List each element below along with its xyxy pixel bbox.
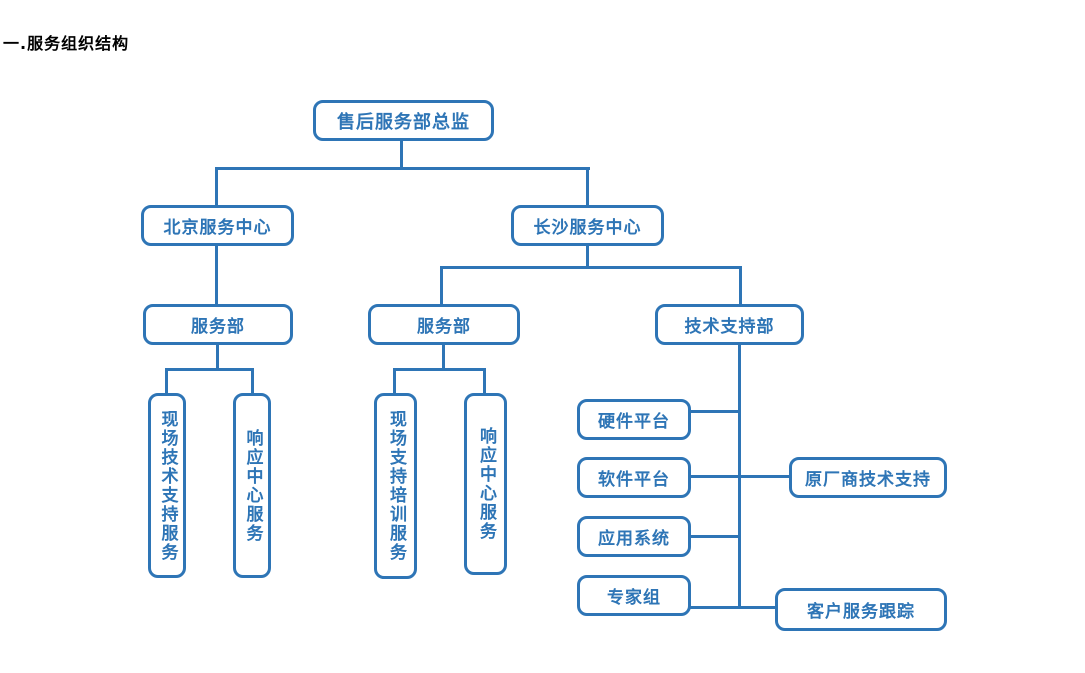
connector-line	[393, 368, 485, 371]
connector-line	[440, 266, 742, 269]
connector-line	[215, 167, 590, 170]
connector-line	[586, 167, 589, 207]
node-changsha-service-dept: 服务部	[368, 304, 520, 345]
connector-line	[165, 368, 168, 395]
node-response-center-service-bj: 响应中心服务	[233, 393, 271, 578]
connector-line	[689, 475, 791, 478]
connector-line	[689, 535, 741, 538]
node-software-platform: 软件平台	[577, 457, 691, 498]
connector-line	[165, 368, 254, 371]
connector-line	[689, 410, 741, 413]
connector-line	[483, 368, 486, 395]
connector-line	[251, 368, 254, 395]
connector-line	[442, 343, 445, 370]
page-title: 一.服务组织结构	[3, 34, 130, 53]
node-onsite-tech-support-service: 现场技术支持服务	[148, 393, 186, 578]
node-application-system: 应用系统	[577, 516, 691, 557]
node-onsite-support-training-service: 现场支持培训服务	[374, 393, 417, 579]
node-director: 售后服务部总监	[313, 100, 494, 141]
connector-line	[586, 244, 589, 269]
connector-line	[215, 167, 218, 207]
node-beijing-service-dept: 服务部	[143, 304, 293, 345]
connector-line	[689, 606, 777, 609]
connector-line	[400, 140, 403, 170]
connector-line	[739, 266, 742, 306]
node-changsha-center: 长沙服务中心	[511, 205, 664, 246]
node-hardware-platform: 硬件平台	[577, 399, 691, 440]
node-beijing-center: 北京服务中心	[141, 205, 294, 246]
connector-line	[216, 343, 219, 370]
node-customer-service-tracking: 客户服务跟踪	[775, 588, 947, 631]
connector-line	[393, 368, 396, 395]
node-expert-group: 专家组	[577, 575, 691, 616]
connector-line	[440, 266, 443, 306]
node-oem-tech-support: 原厂商技术支持	[789, 457, 947, 498]
connector-line	[215, 244, 218, 306]
node-response-center-service-cs: 响应中心服务	[464, 393, 507, 575]
node-tech-support-dept: 技术支持部	[655, 304, 804, 345]
